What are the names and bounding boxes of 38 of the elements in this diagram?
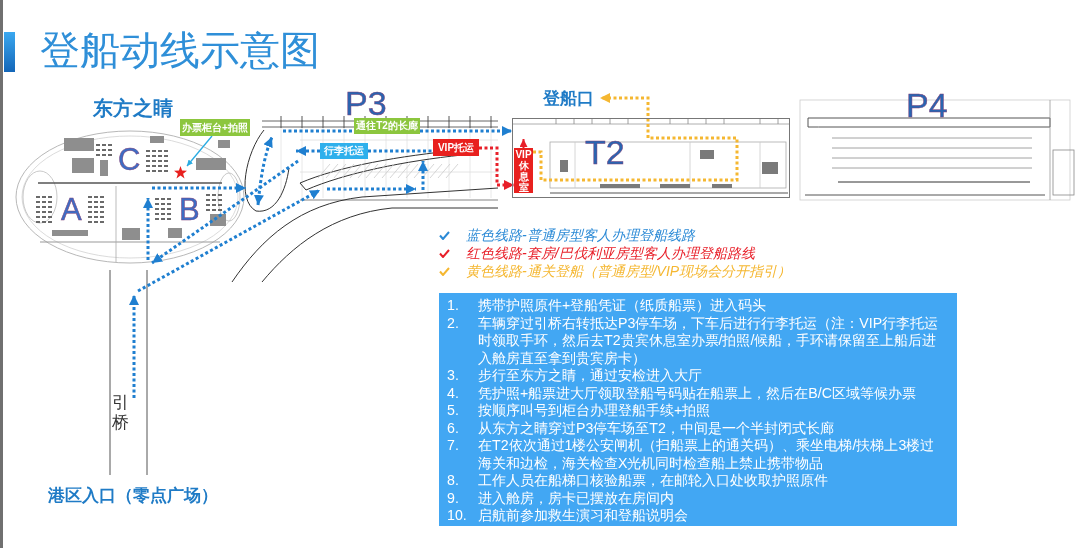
route-arrow	[533, 93, 739, 182]
place-name: 东方之睛	[93, 98, 173, 118]
list-item: 6. 从东方之睛穿过P3停车场至T2，中间是一个半封闭式长廊	[446, 419, 835, 437]
place-name: 引桥	[112, 393, 129, 434]
place-name: 港区入口（零点广场）	[48, 487, 218, 504]
zone-letter: A	[61, 194, 82, 225]
label-box: 行李托运	[320, 143, 368, 159]
info-panel	[439, 293, 957, 526]
legend-text: 黄色线路-通关登船（普通房型/VIP现场会分开指引）	[466, 262, 792, 280]
list-item: 10. 启航前参加救生演习和登船说明会	[446, 507, 689, 525]
star-marker	[174, 166, 187, 179]
route-arrow	[420, 126, 512, 136]
place-name: T2	[585, 135, 625, 169]
label-box: VIP托运	[433, 139, 479, 156]
list-item: 5. 按顺序叫号到柜台办理登船手续+拍照	[446, 402, 712, 420]
list-item: 1. 携带护照原件+登船凭证（纸质船票）进入码头	[446, 297, 768, 315]
legend-text: 红色线路-套房/巴伐利亚房型客人办理登船路线	[466, 244, 755, 262]
zone-letter: B	[179, 194, 200, 225]
list-item: 7. 在T2依次通过1楼公安闸机（扫船票上的通关码）、乘坐电梯/扶梯上3楼过海关和边检，海关检查X光机同时检查船上禁止携带物品	[446, 437, 936, 472]
list-item: 3. 步行至东方之睛，通过安检进入大厅	[446, 367, 703, 385]
list-item: 8. 工作人员在船梯口核验船票，在邮轮入口处收取护照原件	[446, 472, 829, 490]
zone-letter: C	[118, 144, 141, 175]
route-line	[283, 129, 354, 133]
list-item: 2. 车辆穿过引桥右转抵达P3停车场，下车后进行行李托运（注：VIP行李托运时领取手环，然后去T2贵宾休息室办票/拍照/候船，手环请保留至上船后进入舱房直至拿到贵宾房卡）	[446, 314, 940, 367]
place-name: P3	[345, 86, 387, 120]
place-name: P4	[906, 88, 948, 122]
list-item: 4. 凭护照+船票进大厅领取登船号码贴在船票上，然后在B/C区域等候办票	[446, 384, 917, 402]
route-arrow	[479, 146, 514, 190]
label-box: 通往T2的长廊	[354, 118, 420, 134]
label-box: 办票柜台+拍照	[180, 119, 250, 136]
route-line	[368, 149, 433, 153]
legend-text: 蓝色线路-普通房型客人办理登船线路	[466, 226, 695, 244]
list-item: 9. 进入舱房，房卡已摆放在房间内	[446, 489, 675, 507]
label-box: VIP休息室	[514, 148, 533, 193]
place-name: 登船口	[537, 88, 600, 109]
title: 登船动线示意图	[40, 28, 320, 72]
route-arrow	[296, 146, 320, 156]
leader-line	[186, 135, 213, 167]
